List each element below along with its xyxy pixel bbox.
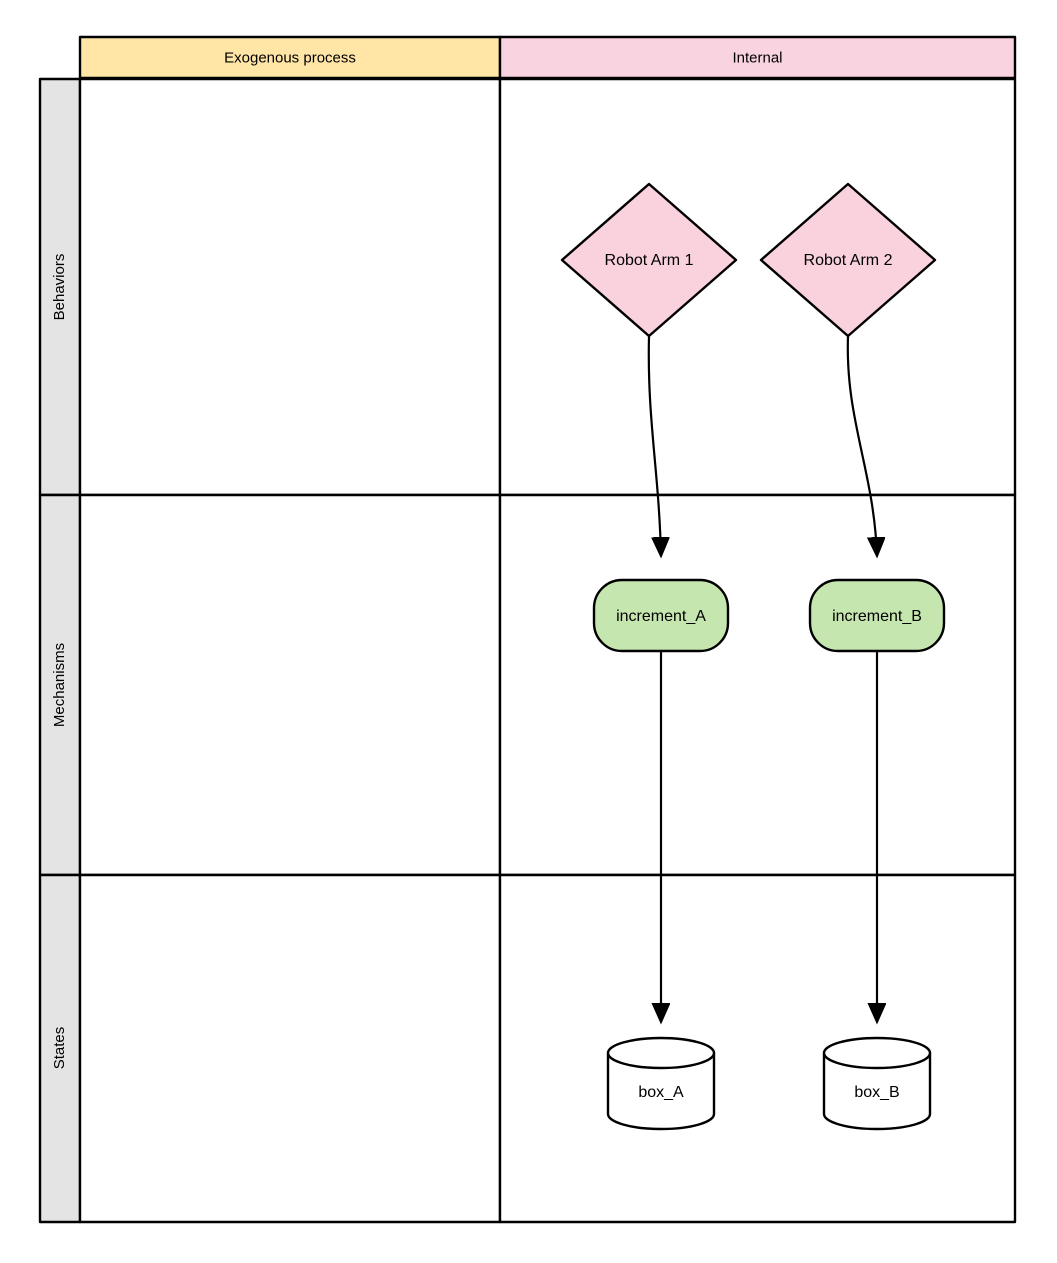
node-box-a-top-ellipse	[606, 1052, 716, 1070]
cell-mechanisms-internal	[498, 493, 1017, 877]
lane-header-internal-label: Internal	[732, 49, 782, 66]
lane-header-internal[interactable]: Internal	[498, 35, 1017, 80]
edge-robot-arm-1-to-increment-a[interactable]	[647, 335, 661, 556]
node-layer: Robot Arm 1 Robot Arm 2 increment_A incr…	[560, 182, 946, 1131]
node-robot-arm-1[interactable]: Robot Arm 1	[560, 182, 738, 338]
row-header-mechanisms-label: Mechanisms	[51, 643, 68, 727]
node-robot-arm-1-label: Robot Arm 1	[605, 252, 694, 269]
cell-mechanisms-exogenous	[78, 493, 502, 877]
swimlane-grid: Exogenous process Internal Behaviors Mec…	[38, 35, 1017, 1224]
cell-behaviors-exogenous	[78, 77, 502, 497]
cell-states-exogenous	[78, 873, 502, 1224]
row-header-behaviors-box	[38, 77, 82, 497]
cell-behaviors-internal	[498, 77, 1017, 497]
lane-header-exogenous-label: Exogenous process	[224, 49, 356, 66]
node-box-a[interactable]: box_A	[606, 1036, 716, 1131]
lane-header-exogenous-box	[78, 35, 502, 80]
row-header-states-label: States	[51, 1027, 68, 1070]
cell-states-internal	[498, 873, 1017, 1224]
node-increment-b-label: increment_B	[832, 608, 922, 625]
node-robot-arm-2-label: Robot Arm 2	[804, 252, 893, 269]
node-box-a-label: box_A	[638, 1084, 684, 1101]
node-increment-a-label: increment_A	[616, 608, 706, 625]
node-robot-arm-2[interactable]: Robot Arm 2	[759, 182, 937, 338]
row-header-states[interactable]: States	[38, 873, 82, 1224]
node-increment-a[interactable]: increment_A	[592, 578, 730, 653]
row-header-behaviors-label: Behaviors	[51, 254, 68, 321]
row-header-states-box	[38, 873, 82, 1224]
node-increment-a-shape	[592, 578, 730, 653]
lane-header-exogenous[interactable]: Exogenous process	[78, 35, 502, 80]
node-robot-arm-2-shape	[759, 182, 937, 338]
edge-robot-arm-2-to-increment-b[interactable]	[846, 335, 877, 556]
node-increment-b[interactable]: increment_B	[808, 578, 946, 653]
node-increment-b-shape	[808, 578, 946, 653]
node-box-b-label: box_B	[854, 1084, 899, 1101]
node-robot-arm-1-shape	[560, 182, 738, 338]
edge-layer	[647, 335, 877, 1022]
row-header-mechanisms[interactable]: Mechanisms	[38, 493, 82, 877]
node-box-b[interactable]: box_B	[822, 1036, 932, 1131]
row-header-behaviors[interactable]: Behaviors	[38, 77, 82, 497]
node-box-b-top-ellipse	[822, 1052, 932, 1070]
